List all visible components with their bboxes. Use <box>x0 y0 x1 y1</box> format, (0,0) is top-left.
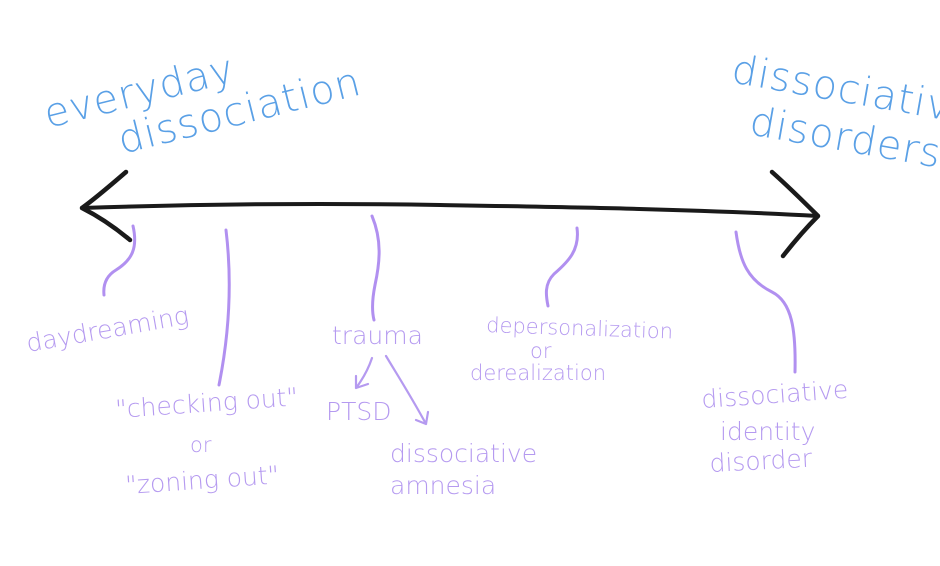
item-depersonalization: depersonalization or derealization <box>470 313 673 385</box>
connector-trauma <box>370 214 381 322</box>
item-checking-out-line1: "checking out" <box>114 382 298 424</box>
item-checking-out-line2: or <box>190 433 212 457</box>
item-depersonalization-line1: depersonalization <box>486 313 674 344</box>
item-did-line3: disorder <box>709 444 814 478</box>
branch-ptsd: PTSD <box>326 397 391 426</box>
item-daydreaming: daydreaming <box>24 301 191 358</box>
branch-amnesia-line1: dissociative <box>390 439 537 468</box>
left-arrow-head <box>79 169 133 243</box>
connector-daydreaming <box>102 224 137 297</box>
item-checking-out: "checking out" or "zoning out" <box>114 382 298 500</box>
connector-did <box>734 230 797 374</box>
right-arrow-head <box>769 169 821 259</box>
item-did-line2: identity <box>720 417 815 446</box>
item-depersonalization-line2: or <box>530 339 552 363</box>
item-depersonalization-line3: derealization <box>470 361 606 385</box>
item-did: dissociative identity disorder <box>700 375 849 478</box>
item-checking-out-line3: "zoning out" <box>124 460 280 500</box>
branch-ptsd-text: PTSD <box>326 397 391 426</box>
branch-amnesia-line2: amnesia <box>390 471 496 500</box>
connector-checking-out <box>217 228 231 387</box>
branch-amnesia: dissociative amnesia <box>390 439 537 500</box>
item-trauma-text: trauma <box>332 321 423 350</box>
branch-arrow-amnesia <box>384 354 430 426</box>
connector-depersonalization <box>544 226 579 308</box>
item-daydreaming-text: daydreaming <box>24 301 191 358</box>
branch-arrow-ptsd <box>354 356 374 390</box>
item-did-line1: dissociative <box>700 375 849 414</box>
spectrum-axis-line <box>80 202 820 218</box>
item-trauma: trauma <box>332 321 423 350</box>
